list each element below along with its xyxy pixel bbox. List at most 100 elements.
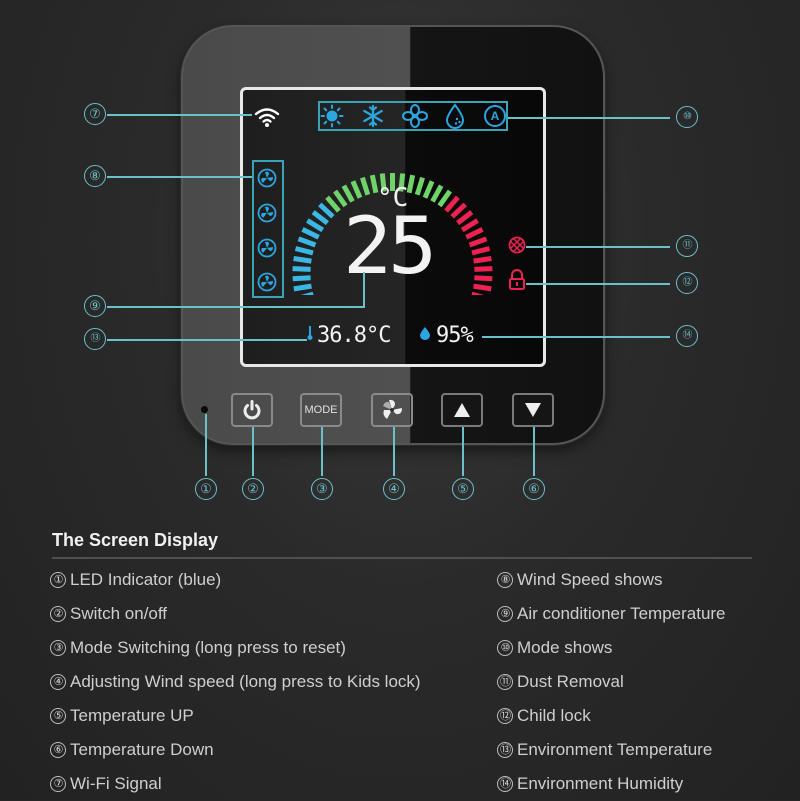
- legend-number: ⑧: [497, 572, 513, 588]
- callout-line-11: [526, 246, 670, 248]
- callout-vline-9: [363, 272, 365, 308]
- snowflake-icon: [363, 104, 383, 128]
- triangle-down-icon: [525, 403, 541, 417]
- callout-line-13: [107, 339, 307, 341]
- callout-4: ④: [383, 478, 405, 500]
- triangle-up-icon: [454, 403, 470, 417]
- wind-speed-box: [252, 160, 284, 298]
- legend-text: Child lock: [517, 706, 591, 725]
- legend-number: ⑥: [50, 742, 66, 758]
- auto-mode-icon: A: [484, 105, 506, 127]
- section-title: The Screen Display: [52, 530, 219, 550]
- callout-14: ⑭: [676, 325, 698, 347]
- humidity-drop-icon: [420, 327, 430, 340]
- environment-humidity: 95%: [436, 323, 474, 348]
- legend-text: Wind Speed shows: [517, 570, 663, 589]
- callout-9: ⑨: [84, 295, 106, 317]
- callout-vline-5: [462, 427, 464, 476]
- legend-text: Temperature Down: [70, 740, 214, 759]
- callout-12: ⑫: [676, 272, 698, 294]
- legend-number: ⑪: [497, 674, 513, 690]
- environment-temperature: 36.8°C: [317, 323, 391, 348]
- callout-line-10: [508, 117, 670, 119]
- legend-text: Dust Removal: [517, 672, 624, 691]
- fan-button[interactable]: [371, 393, 413, 427]
- legend-number: ②: [50, 606, 66, 622]
- child-lock-icon: [509, 269, 525, 290]
- callout-vline-6: [533, 427, 535, 476]
- sun-icon: [320, 104, 344, 128]
- legend-text: Environment Temperature: [517, 740, 713, 759]
- legend-text: Mode Switching (long press to reset): [70, 638, 346, 657]
- callout-line-14: [482, 336, 670, 338]
- legend-number: ⑦: [50, 776, 66, 792]
- legend-number: ⑫: [497, 708, 513, 724]
- mode-button-label: MODE: [304, 404, 338, 416]
- drop-icon: [445, 103, 465, 129]
- fan-speed-2-icon: [257, 203, 277, 223]
- mode-icons-box: [318, 101, 508, 131]
- legend-text: LED Indicator (blue): [70, 570, 222, 589]
- temperature-up-button[interactable]: [441, 393, 483, 427]
- temperature-down-button[interactable]: [512, 393, 554, 427]
- fan-speed-1-icon: [257, 168, 277, 188]
- section-divider: [52, 557, 752, 559]
- lcd-screen: [240, 87, 546, 367]
- legend-number: ⑭: [497, 776, 513, 792]
- legend-number: ③: [50, 640, 66, 656]
- legend-text: Mode shows: [517, 638, 613, 657]
- led-indicator: [201, 406, 208, 413]
- legend-number: ⑬: [497, 742, 513, 758]
- callout-6: ⑥: [523, 478, 545, 500]
- set-temperature-unit: °C: [377, 183, 409, 213]
- mode-button[interactable]: MODE: [300, 393, 342, 427]
- callout-line-9: [107, 306, 365, 308]
- wifi-icon: [254, 108, 280, 127]
- callout-2: ②: [242, 478, 264, 500]
- callout-line-8: [107, 176, 252, 178]
- callout-8: ⑧: [84, 165, 106, 187]
- legend-text: Air conditioner Temperature: [517, 604, 726, 623]
- callout-vline-2: [252, 427, 254, 476]
- power-button[interactable]: [231, 393, 273, 427]
- temperature-gauge: [292, 173, 493, 295]
- callout-13: ⑬: [84, 328, 106, 350]
- legend-text: Switch on/off: [70, 604, 168, 623]
- callout-vline-3: [321, 427, 323, 476]
- legend-number: ④: [50, 674, 66, 690]
- legend-text: Wi-Fi Signal: [70, 774, 162, 793]
- callout-3: ③: [311, 478, 333, 500]
- callout-vline-4: [393, 427, 395, 476]
- power-icon: [243, 400, 261, 420]
- legend-number: ⑨: [497, 606, 513, 622]
- legend-text: Adjusting Wind speed (long press to Kids…: [70, 672, 421, 691]
- fan-speed-3-icon: [257, 238, 277, 258]
- thermometer-icon: [307, 326, 313, 340]
- fan-speed-4-icon: [257, 272, 277, 292]
- set-temperature: 25: [342, 202, 437, 292]
- legend-number: ⑤: [50, 708, 66, 724]
- fan-mode-icon: [402, 104, 428, 128]
- auto-mode-letter: A: [490, 109, 500, 123]
- callout-line-12: [526, 283, 670, 285]
- legend-text: Temperature UP: [70, 706, 194, 725]
- legend-text: Environment Humidity: [517, 774, 684, 793]
- fan-icon: [383, 399, 402, 419]
- callout-vline-1: [205, 414, 207, 476]
